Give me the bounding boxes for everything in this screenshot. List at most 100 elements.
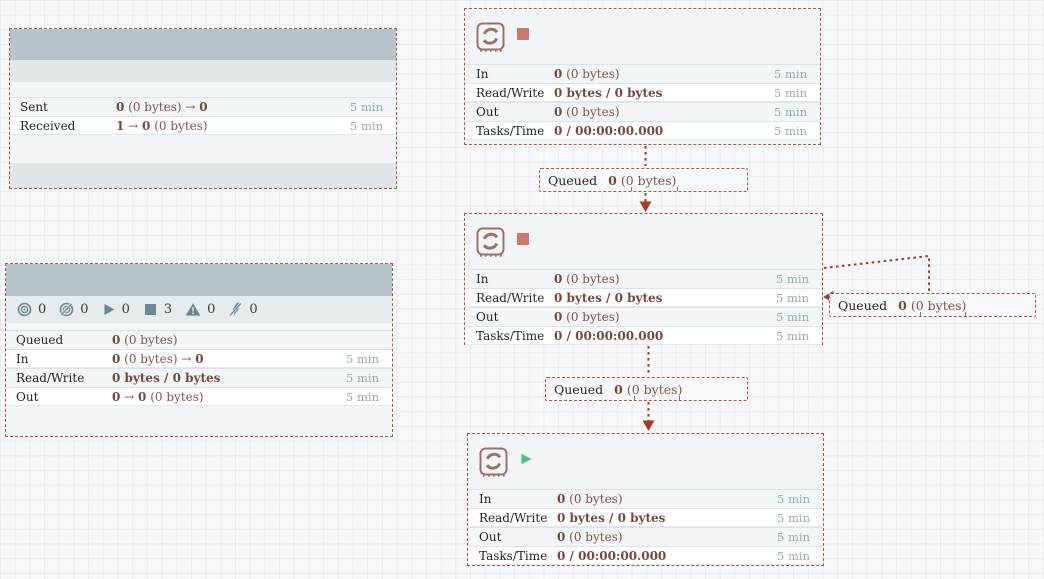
process-group[interactable]: 0 0 0 3 [5, 263, 393, 437]
processor-3-stats: In0 (0 bytes)5 minRead/Write0 bytes / 0 … [468, 489, 823, 565]
value-part: (0 bytes) [907, 298, 967, 313]
stat-window: 5 min [323, 371, 392, 385]
badge-not-transmitting: 0 [59, 302, 88, 317]
value-part: (0 bytes) [565, 530, 622, 544]
value-part: (0 bytes) [562, 105, 619, 119]
remote-process-group-footer [10, 163, 396, 188]
value-part: → [120, 390, 138, 404]
value-part: (0 bytes) [120, 352, 181, 366]
label-section-tick [677, 187, 678, 191]
stat-window: 5 min [751, 124, 820, 138]
stat-value: 0 (0 bytes) [557, 492, 754, 506]
stat-label: Out [465, 105, 554, 119]
value-part: (0 bytes) [146, 390, 203, 404]
stat-row-tasks-time: Tasks/Time0 / 00:00:00.000 5 min [465, 121, 820, 140]
value-part: → [185, 100, 199, 114]
stat-value: 0 / 00:00:00.000 [554, 329, 753, 343]
stat-value: 0 bytes / 0 bytes [557, 511, 754, 525]
label-section-tick [634, 396, 635, 400]
stat-value: 0 bytes / 0 bytes [112, 371, 323, 385]
connection-3-label[interactable]: Queued 0 (0 bytes) [829, 293, 1036, 317]
stat-label: Tasks/Time [465, 124, 554, 138]
processor-2[interactable]: In0 (0 bytes)5 minRead/Write0 bytes / 0 … [464, 213, 823, 345]
label-section-tick [920, 312, 921, 316]
stat-label: Read/Write [6, 371, 112, 385]
value-part: (0 bytes) [617, 173, 677, 188]
label-section-tick [965, 312, 966, 316]
value-part: 0 bytes / 0 bytes [557, 511, 665, 525]
value-part: (0 bytes) [562, 67, 619, 81]
stat-value: 0 → 0 (0 bytes) [112, 390, 323, 404]
stat-window: 5 min [323, 352, 392, 366]
stat-label: Out [6, 390, 112, 404]
stat-label: Tasks/Time [468, 549, 557, 563]
processor-3[interactable]: In0 (0 bytes)5 minRead/Write0 bytes / 0 … [467, 433, 824, 566]
process-group-stats: Queued0 (0 bytes)In0 (0 bytes) → 05 minR… [6, 330, 392, 406]
stat-window: 5 min [323, 390, 392, 404]
stat-row-read-write: Read/Write0 bytes / 0 bytes 5 min [6, 368, 392, 387]
remote-process-group-header [10, 29, 396, 60]
value-part: (0 bytes) [565, 492, 622, 506]
connection-1-label[interactable]: Queued 0 (0 bytes) [539, 168, 748, 192]
value-part: 0 / 00:00:00.000 [554, 124, 663, 138]
stat-row-tasks-time: Tasks/Time0 / 00:00:00.0005 min [465, 326, 822, 345]
stat-window: 5 min [754, 549, 823, 563]
label-section-tick [631, 187, 632, 191]
value-part: 0 bytes / 0 bytes [112, 371, 220, 385]
processor-icon [476, 22, 506, 52]
stat-window: 5 min [751, 86, 820, 100]
running-count: 0 [122, 302, 130, 317]
stat-label: Sent [10, 100, 116, 114]
value-part: 0 bytes / 0 bytes [554, 291, 662, 305]
process-group-header [6, 264, 392, 296]
value-part: 0 bytes / 0 bytes [554, 86, 662, 100]
stat-window: 5 min [754, 492, 823, 506]
lightning-slash-icon [228, 302, 243, 317]
remote-process-group-uri-bar [10, 60, 396, 82]
stat-value: 0 (0 bytes) [112, 333, 323, 347]
stat-row-queued: Queued0 (0 bytes) [6, 330, 392, 349]
value-part: 0 [898, 298, 907, 313]
value-part: 0 [608, 173, 617, 188]
value-part: (0 bytes) [623, 382, 683, 397]
badge-stopped: 3 [143, 302, 172, 317]
value-part: (0 bytes) [562, 310, 619, 324]
processor-1-stats: In0 (0 bytes)5 minRead/Write0 bytes / 0 … [465, 64, 820, 140]
stat-row-read-write: Read/Write0 bytes / 0 bytes5 min [468, 508, 823, 527]
queued-label: Queued [554, 382, 603, 397]
queued-value: 0 (0 bytes) [608, 173, 676, 188]
connection-2-label[interactable]: Queued 0 (0 bytes) [545, 377, 748, 401]
stat-value: 0 (0 bytes) [554, 105, 751, 119]
stat-label: Out [465, 310, 554, 324]
stat-row-sent: Sent0 (0 bytes) → 05 min [10, 97, 396, 116]
stat-row-out: Out0 (0 bytes)5 min [465, 102, 820, 121]
stat-row-in: In0 (0 bytes) → 05 min [6, 349, 392, 368]
stat-row-received: Received1 → 0 (0 bytes)5 min [10, 116, 396, 135]
running-icon [520, 453, 532, 465]
stat-window: 5 min [327, 119, 396, 133]
stat-label: In [465, 67, 554, 81]
badge-invalid: 0 [185, 302, 215, 317]
stat-value: 0 (0 bytes) → 0 [112, 352, 323, 366]
remote-process-group[interactable]: Sent0 (0 bytes) → 05 minReceived1 → 0 (0… [9, 28, 397, 189]
stat-row-in: In0 (0 bytes)5 min [465, 64, 820, 83]
stat-window: 5 min [751, 105, 820, 119]
value-part: 0 / 00:00:00.000 [557, 549, 666, 563]
stat-label: In [468, 492, 557, 506]
value-part: 0 [199, 100, 207, 114]
stat-value: 0 (0 bytes) [557, 530, 754, 544]
stat-label: Read/Write [465, 86, 554, 100]
stat-window: 5 min [753, 291, 822, 305]
stat-row-out: Out0 (0 bytes)5 min [465, 307, 822, 326]
processor-1[interactable]: In0 (0 bytes)5 minRead/Write0 bytes / 0 … [464, 8, 821, 145]
invalid-count: 0 [207, 302, 215, 317]
label-section-tick [679, 396, 680, 400]
bullseye-slash-icon [59, 302, 74, 317]
stat-row-tasks-time: Tasks/Time0 / 00:00:00.000 5 min [468, 546, 823, 565]
stat-value: 0 (0 bytes) → 0 [116, 100, 327, 114]
stat-label: Received [10, 119, 116, 133]
stat-label: Out [468, 530, 557, 544]
stat-value: 0 / 00:00:00.000 [557, 549, 754, 563]
stat-window: 5 min [754, 511, 823, 525]
